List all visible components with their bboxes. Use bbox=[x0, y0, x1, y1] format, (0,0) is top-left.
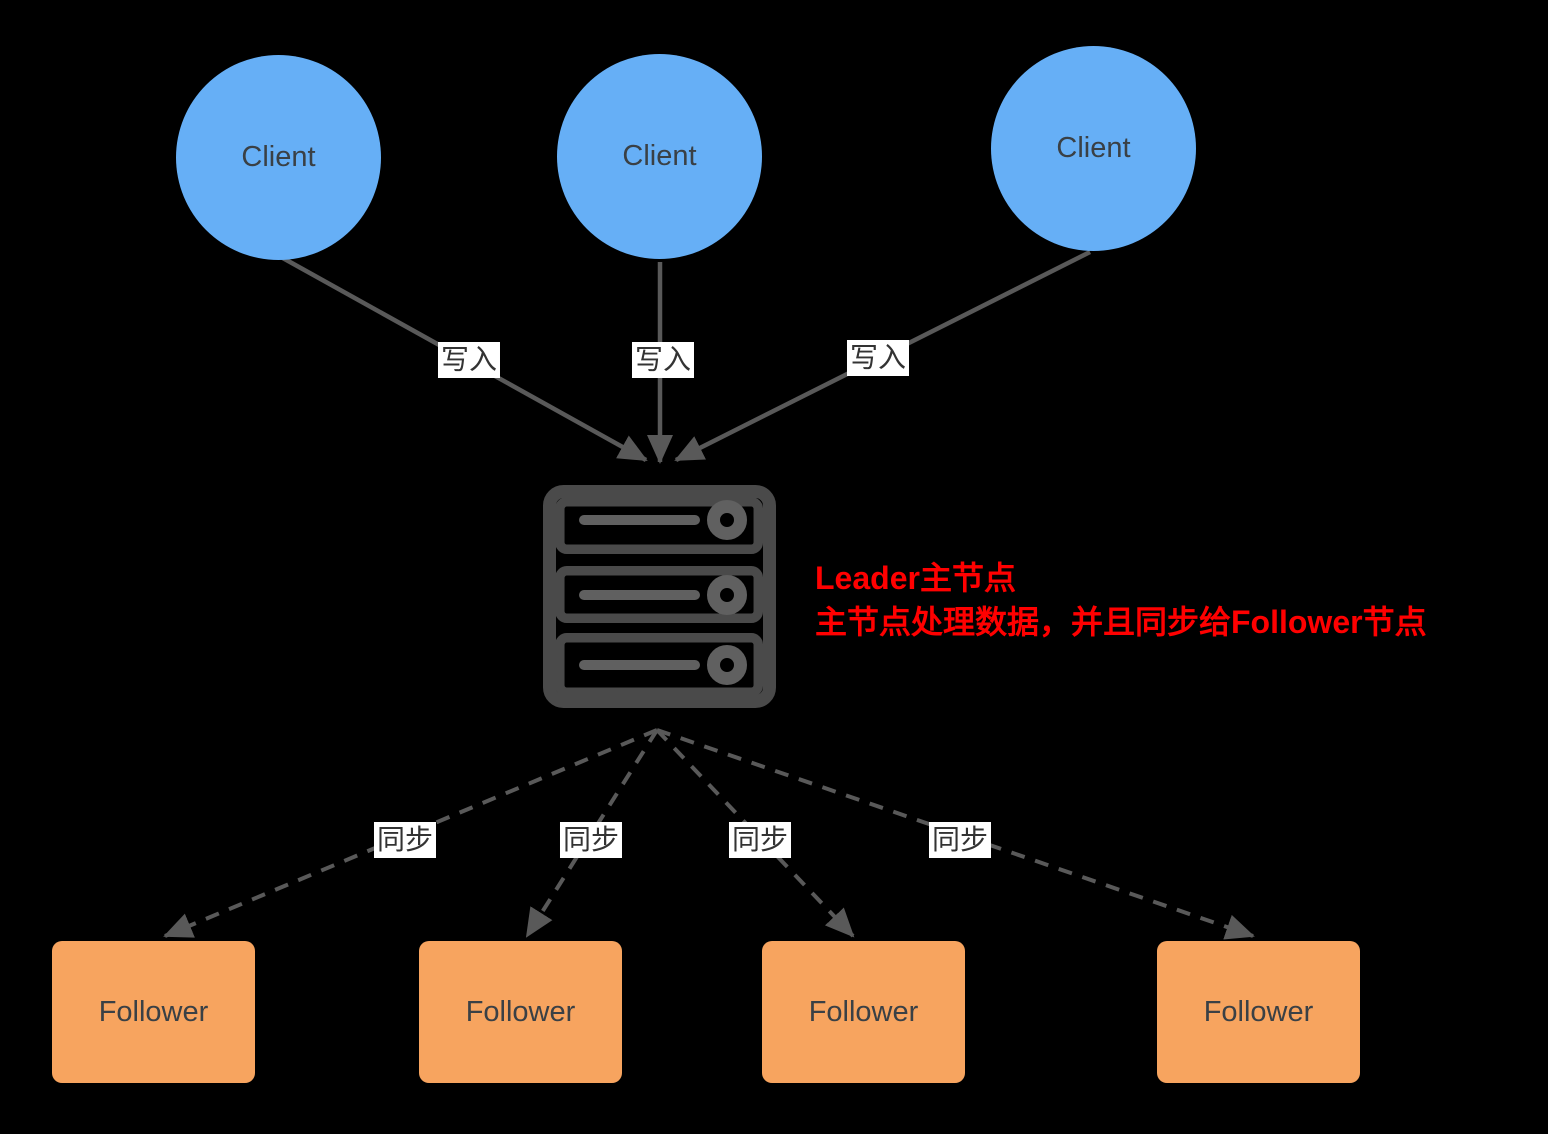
follower-node-4: Follower bbox=[1157, 941, 1360, 1083]
sync-edge-label-4: 同步 bbox=[928, 822, 992, 858]
follower-node-2: Follower bbox=[419, 941, 622, 1083]
leader-annotation: Leader主节点 主节点处理数据，并且同步给Follower节点 bbox=[815, 556, 1427, 644]
leader-node bbox=[537, 479, 783, 715]
sync-edge-label-1: 同步 bbox=[373, 822, 437, 858]
leader-annotation-line2: 主节点处理数据，并且同步给Follower节点 bbox=[815, 604, 1427, 640]
server-rack-icon bbox=[543, 485, 776, 708]
sync-arrow-1 bbox=[163, 728, 658, 938]
leader-annotation-line1: Leader主节点 bbox=[815, 560, 1016, 596]
follower-node-1: Follower bbox=[52, 941, 255, 1083]
follower-node-label: Follower bbox=[808, 995, 919, 1028]
follower-node-label: Follower bbox=[1203, 995, 1314, 1028]
client-node-label: Client bbox=[622, 140, 697, 172]
client-node-3: Client bbox=[991, 46, 1196, 251]
follower-node-3: Follower bbox=[762, 941, 965, 1083]
write-edge-label-1: 写入 bbox=[437, 342, 501, 378]
client-node-label: Client bbox=[241, 141, 316, 173]
follower-node-label: Follower bbox=[465, 995, 576, 1028]
write-edge-label-3: 写入 bbox=[846, 340, 910, 376]
sync-edge-label-2: 同步 bbox=[559, 822, 623, 858]
client-node-1: Client bbox=[176, 55, 381, 260]
sync-arrow-4 bbox=[656, 728, 1255, 940]
write-edge-label-2: 写入 bbox=[631, 342, 695, 378]
sync-arrow-3 bbox=[655, 728, 855, 938]
client-node-label: Client bbox=[1056, 132, 1131, 164]
sync-edge-label-3: 同步 bbox=[728, 822, 792, 858]
sync-arrow-2 bbox=[525, 728, 659, 938]
client-node-2: Client bbox=[557, 54, 762, 259]
follower-node-label: Follower bbox=[98, 995, 209, 1028]
